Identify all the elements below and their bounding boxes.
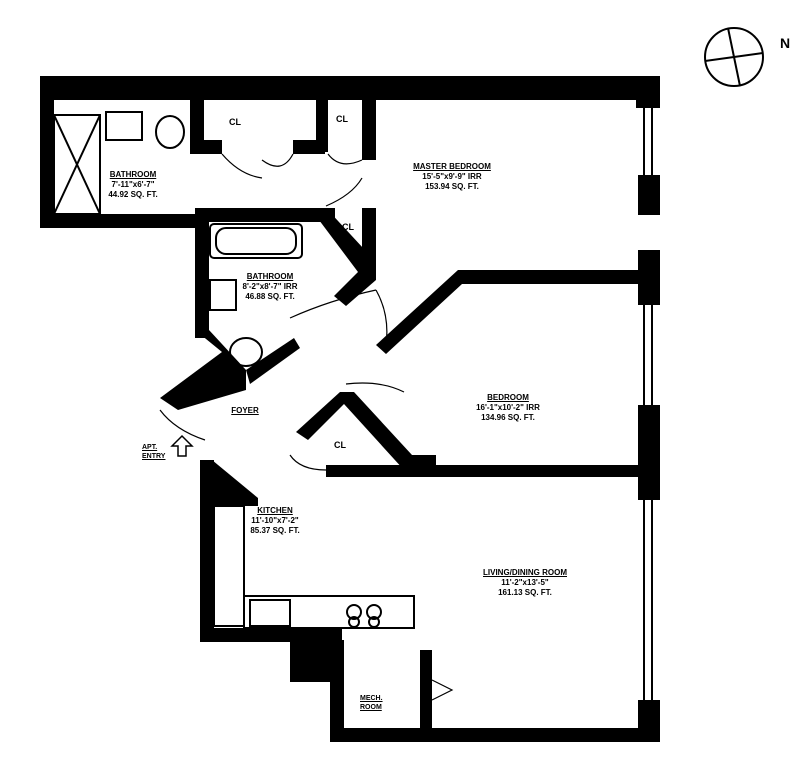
north-label: N	[780, 35, 791, 51]
burner-icon	[366, 604, 382, 620]
room-label-bathroom-2: BATHROOM 8'-2"x8'-7" IRR 46.88 SQ. FT.	[243, 272, 298, 302]
room-name: LIVING/DINING ROOM	[483, 568, 567, 577]
room-label-master-bedroom: MASTER BEDROOM 15'-5"x9'-9" IRR 153.94 S…	[413, 162, 491, 192]
burner-icon	[368, 616, 380, 628]
room-name: BATHROOM	[109, 170, 157, 179]
room-label-living-dining: LIVING/DINING ROOM 11'-2"x13'-5" 161.13 …	[483, 568, 567, 598]
room-area: 46.88 SQ. FT.	[245, 292, 295, 301]
counter	[213, 505, 245, 627]
room-label-bedroom: BEDROOM 16'-1"x10'-2" IRR 134.96 SQ. FT.	[476, 393, 540, 423]
fixtures	[53, 111, 415, 629]
compass-icon	[704, 27, 764, 87]
room-name: BEDROOM	[487, 393, 529, 402]
room-area: 44.92 SQ. FT.	[108, 190, 158, 199]
room-label-bathroom-1: BATHROOM 7'-11"x6'-7" 44.92 SQ. FT.	[108, 170, 157, 200]
exterior-walls	[40, 76, 660, 742]
sink-icon	[249, 599, 291, 627]
room-label-foyer: FOYER	[231, 406, 259, 416]
room-name: BATHROOM	[246, 272, 294, 281]
room-dims: 8'-2"x8'-7" IRR	[242, 282, 298, 291]
room-area: 134.96 SQ. FT.	[481, 413, 535, 422]
mech-room-line2: ROOM	[360, 704, 382, 711]
toilet-icon	[155, 115, 185, 149]
room-dims: 11'-2"x13'-5"	[501, 578, 549, 587]
closet-label: CL	[342, 222, 354, 232]
room-area: 153.94 SQ. FT.	[425, 182, 479, 191]
sink-icon	[105, 111, 143, 141]
mech-room-line1: MECH.	[360, 695, 383, 702]
room-dims: 16'-1"x10'-2" IRR	[476, 403, 540, 412]
doors	[159, 153, 454, 701]
room-label-kitchen: KITCHEN 11'-10"x7'-2" 85.37 SQ. FT.	[250, 506, 299, 536]
room-dims: 7'-11"x6'-7"	[111, 180, 155, 189]
entry-arrow-icon	[170, 434, 194, 457]
windows	[643, 108, 653, 700]
room-dims: 15'-5"x9'-9" IRR	[422, 172, 482, 181]
shower-icon	[53, 114, 101, 215]
sink-icon	[209, 279, 237, 311]
apt-entry-line2: ENTRY	[142, 453, 166, 460]
room-name: MASTER BEDROOM	[413, 162, 491, 171]
apt-entry-line1: APT.	[142, 444, 158, 451]
bathtub-icon	[209, 223, 303, 259]
closet-label: CL	[334, 440, 346, 450]
closet-label: CL	[336, 114, 348, 124]
counter	[243, 595, 415, 629]
interior-walls	[160, 90, 640, 728]
room-name: FOYER	[231, 406, 259, 415]
room-name: KITCHEN	[257, 506, 293, 515]
toilet-icon	[229, 337, 263, 367]
room-dims: 11'-10"x7'-2"	[251, 516, 299, 525]
burner-icon	[346, 604, 362, 620]
room-area: 161.13 SQ. FT.	[498, 588, 552, 597]
closet-label: CL	[229, 117, 241, 127]
mech-room-label: MECH. ROOM	[360, 694, 383, 712]
room-area: 85.37 SQ. FT.	[250, 526, 300, 535]
burner-icon	[348, 616, 360, 628]
apt-entry-label: APT. ENTRY	[142, 443, 165, 461]
